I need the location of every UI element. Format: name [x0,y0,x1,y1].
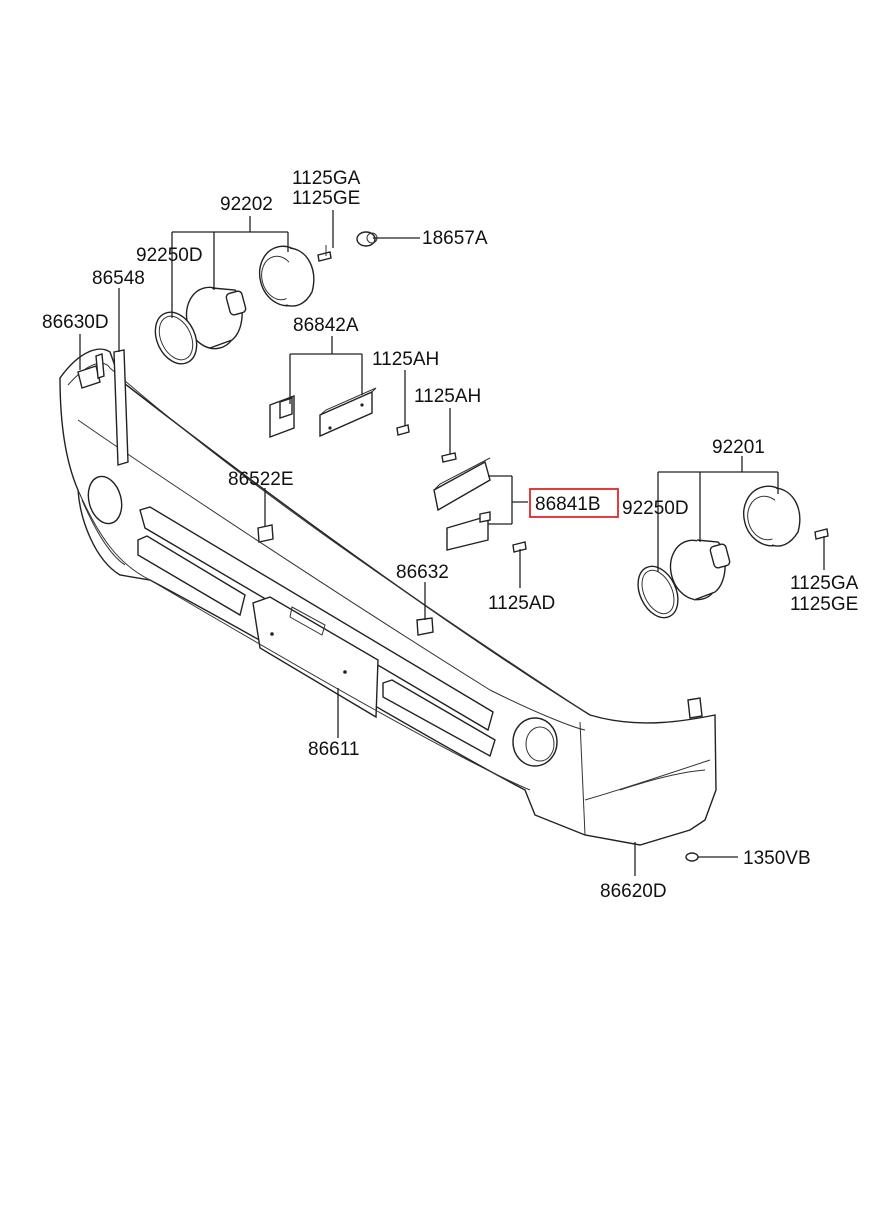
label-1125ge-top[interactable]: 1125GE [292,188,360,209]
right-fog-lamp-unit[interactable] [664,535,731,605]
label-86841b[interactable]: 86841B [535,494,601,515]
label-1125ad[interactable]: 1125AD [488,593,555,614]
screw-1125ah-a[interactable] [396,424,410,436]
label-1350vb[interactable]: 1350VB [743,848,811,869]
left-fog-lamp-bezel[interactable] [253,241,317,312]
left-fog-lamp-unit[interactable] [180,282,247,355]
screw-1125ah-b[interactable] [441,452,457,463]
label-92201[interactable]: 92201 [712,437,765,458]
label-1125ga-right[interactable]: 1125GA [790,573,859,594]
bracket-86842a[interactable] [269,387,377,439]
part-labels: 1125GA 1125GE 92202 18657A 92250D 86548 … [42,168,859,902]
label-1125ah-1[interactable]: 1125AH [372,349,439,370]
right-fog-lamp-bezel[interactable] [737,480,803,551]
label-1125ga-top[interactable]: 1125GA [292,168,361,189]
left-fog-lamp-gasket[interactable] [147,305,204,370]
right-lamp-screw[interactable] [814,528,829,540]
right-fog-lamp-gasket[interactable] [630,560,685,624]
label-86611[interactable]: 86611 [308,739,359,760]
label-1125ge-right[interactable]: 1125GE [790,594,858,615]
label-86842a[interactable]: 86842A [293,315,359,336]
label-92202[interactable]: 92202 [220,194,273,215]
front-bumper-drawing[interactable] [59,348,717,846]
leader-lines [79,210,825,876]
label-86522e[interactable]: 86522E [228,469,294,490]
label-86620d[interactable]: 86620D [600,881,667,902]
label-86548[interactable]: 86548 [92,268,145,289]
screw-1125ad[interactable] [512,541,527,553]
label-86632[interactable]: 86632 [396,562,449,583]
clip-86522e[interactable] [257,524,274,543]
bracket-86841b[interactable] [433,457,491,551]
nut-1350vb[interactable] [685,852,699,862]
label-1125ah-2[interactable]: 1125AH [414,386,481,407]
label-86630d[interactable]: 86630D [42,312,109,333]
left-lamp-screw[interactable] [317,245,332,262]
label-18657a[interactable]: 18657A [422,228,488,249]
highlight-box-86841b [529,488,619,518]
label-92250d-left[interactable]: 92250D [136,245,203,266]
label-92250d-right[interactable]: 92250D [622,498,689,519]
bulb-18657a[interactable] [356,231,378,247]
side-molding-strip[interactable] [113,349,129,466]
left-end-bracket[interactable] [77,353,105,389]
clip-86632[interactable] [416,617,434,636]
